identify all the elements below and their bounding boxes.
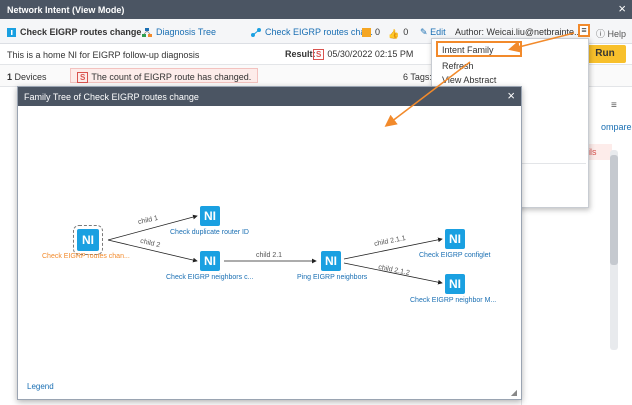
dialog-title: Family Tree of Check EIGRP routes change [18, 87, 521, 106]
edit-label: Edit [430, 27, 446, 37]
info-icon [7, 28, 16, 39]
ni-title: Check EIGRP routes change [7, 27, 141, 39]
edit-button[interactable]: ✎ Edit [420, 27, 446, 38]
details-badge: ils [586, 144, 612, 160]
help-label: Help [607, 29, 627, 39]
devices-number: 1 [7, 72, 13, 82]
menu-item-intent-family[interactable]: Intent Family [442, 45, 494, 55]
node-root-label: Check EIGRP routes chan... [42, 253, 130, 260]
node-ping-neighbors-label: Ping EIGRP neighbors [297, 274, 368, 281]
node-duplicate-router-id[interactable]: NI [200, 206, 220, 226]
menu-item-view-abstract[interactable]: View Abstract [442, 75, 497, 85]
menu-button[interactable]: ≡ [578, 24, 590, 37]
edge-child-1 [107, 214, 198, 241]
result-time: 05/30/2022 02:15 PM [327, 49, 414, 59]
result-label: Result: [285, 49, 316, 59]
flag-count: 0 [375, 27, 381, 37]
tags-count: 6 Tags: [403, 72, 432, 82]
node-root[interactable]: NI [73, 225, 103, 255]
help-icon: ⓘ [596, 29, 606, 39]
help-button[interactable]: ⓘ Help [596, 27, 626, 40]
alert-text: The count of EIGRP route has changed. [91, 72, 252, 82]
diagnosis-tree-label: Diagnosis Tree [156, 27, 217, 37]
like-counter[interactable]: 👍0 [388, 27, 408, 40]
hamburger-icon: ≡ [581, 25, 587, 35]
annotation-arrow-top [508, 32, 575, 53]
linked-ni-link[interactable]: Check EIGRP routes cha... [251, 27, 373, 39]
ni-description: This is a home NI for EIGRP follow-up di… [7, 50, 200, 60]
like-count: 0 [403, 27, 409, 37]
ni-title-text: Check EIGRP routes change [20, 27, 142, 37]
close-icon[interactable]: × [618, 1, 626, 16]
resize-handle-icon[interactable]: ◢ [510, 388, 517, 397]
compare-link[interactable]: ompare [601, 122, 632, 132]
node-eigrp-neighbor-m-label: Check EIGRP neighbor M... [410, 297, 497, 304]
node-eigrp-configlet-label: Check EIGRP configlet [419, 252, 491, 259]
legend-link[interactable]: Legend [27, 382, 54, 391]
edge-child-2 [107, 239, 198, 263]
tree-icon [142, 28, 152, 39]
annotation-arrows [384, 61, 471, 127]
edge-child-2-1-2 [343, 262, 443, 285]
link-icon [251, 28, 261, 39]
panel-menu-icon[interactable]: ≡ [611, 100, 617, 111]
author-text: Author: Weicai.liu@netbrainte... [455, 27, 582, 37]
devices-count: 1 Devices [7, 72, 47, 82]
devices-label: Devices [14, 72, 47, 82]
node-eigrp-neighbors[interactable]: NI [200, 251, 220, 271]
tree-edges [107, 214, 443, 285]
node-eigrp-configlet[interactable]: NI [445, 229, 465, 249]
status-badge: S [313, 49, 325, 60]
node-duplicate-router-id-label: Check duplicate router ID [170, 229, 249, 236]
menu-item-refresh[interactable]: Refresh [442, 61, 474, 71]
family-tree-dialog: Family Tree of Check EIGRP routes change… [17, 61, 522, 400]
diagnosis-tree-button[interactable]: Diagnosis Tree [142, 27, 216, 39]
scrollbar-thumb[interactable] [610, 155, 618, 265]
dialog-close-icon[interactable]: × [507, 88, 515, 103]
run-button[interactable]: Run [584, 45, 626, 63]
flag-counter[interactable]: 0 [362, 27, 380, 39]
window-title: Network Intent (View Mode) [0, 0, 632, 19]
node-ping-neighbors[interactable]: NI [321, 251, 341, 271]
alert-status-badge: S [77, 72, 89, 83]
thumbs-up-icon: 👍 [388, 29, 400, 39]
linked-ni-label: Check EIGRP routes cha... [265, 27, 373, 37]
pencil-icon: ✎ [420, 27, 428, 37]
node-eigrp-neighbor-m[interactable]: NI [445, 274, 465, 294]
node-eigrp-neighbors-label: Check EIGRP neighbors c... [166, 274, 254, 281]
edge-child-2-1-1 [343, 237, 443, 260]
edge-label-child-2-1: child 2.1 [256, 252, 283, 259]
flag-icon [362, 28, 371, 39]
